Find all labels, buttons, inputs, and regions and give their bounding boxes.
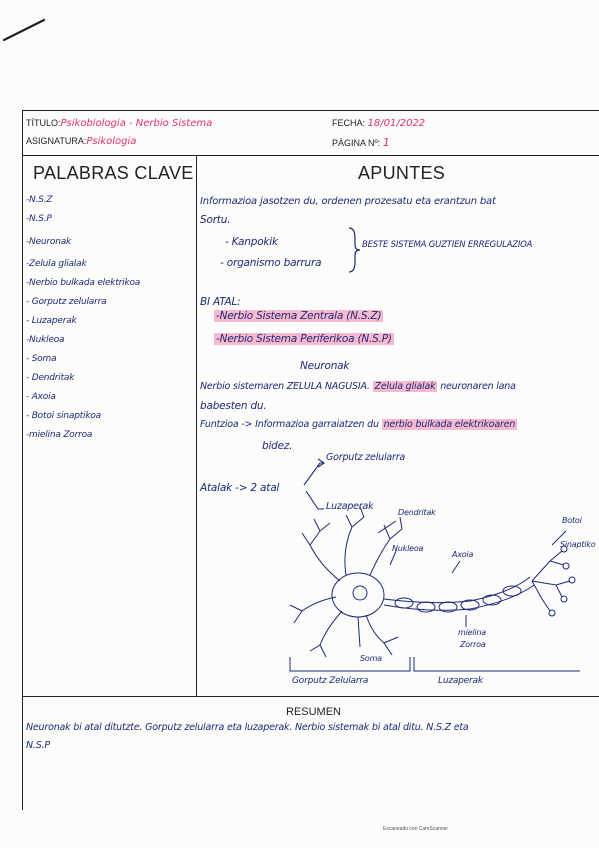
keyword-item: -Nerbio bulkada elektrikoa (26, 278, 141, 288)
label-gorputz: Gorputz Zelularra (292, 676, 369, 686)
fecha-label: FECHA: (332, 118, 366, 128)
resumen-divider (22, 696, 599, 697)
asignatura-label: ASIGNATURA: (26, 136, 87, 146)
resumen-line-1: Neuronak bi atal ditutzte. Gorputz zelul… (26, 722, 469, 733)
keyword-item: - Axoia (26, 392, 56, 402)
keyword-item: - Dendritak (26, 373, 75, 383)
header-divider (22, 155, 599, 156)
fecha-value: 18/01/2022 (367, 118, 426, 129)
label-zorroa: Zorroa (460, 640, 486, 649)
label-luzaperak: Luzaperak (438, 676, 483, 686)
palabras-clave-title: PALABRAS CLAVE (33, 163, 194, 183)
brace-item-1: - Kanpokik (225, 236, 278, 248)
note-line-2: Sortu. (200, 214, 231, 226)
part-1-text: -Nerbio Sistema Zentrala (N.S.Z) (214, 310, 384, 322)
pagina-value: 1 (382, 136, 390, 149)
branch-luzaperak: Luzaperak (326, 501, 374, 512)
neuronak-heading: Neuronak (300, 360, 350, 372)
resumen-title: RESUMEN (286, 706, 342, 718)
note-line-1: Informazioa jasotzen du, ordenen prozesa… (200, 196, 496, 207)
keyword-item: -Nukleoa (26, 335, 65, 345)
nerbio-line-b: neuronaren lana (440, 381, 516, 392)
part-2: -Nerbio Sistema Periferikoa (N.S.P) (214, 333, 394, 345)
asignatura-row: ASIGNATURA:Psikologia (26, 136, 136, 147)
titulo-label: TÍTULO: (26, 118, 61, 128)
label-axoia: Axoia (452, 550, 474, 559)
bidez-line: bidez. (262, 440, 293, 452)
keyword-item: -N.S.Z (26, 195, 53, 205)
apuntes-title: APUNTES (358, 163, 446, 183)
frame-left (22, 110, 23, 810)
keyword-item: -mielina Zorroa (26, 430, 93, 440)
nerbio-line-hl: Zelula glialak (372, 381, 438, 392)
part-1: -Nerbio Sistema Zentrala (N.S.Z) (214, 310, 384, 322)
keyword-item: - Soma (26, 354, 57, 364)
fecha-row: FECHA: 18/01/2022 (332, 118, 425, 129)
pen-stroke-mark (0, 0, 50, 50)
funtzioa-hl: nerbio bulkada elektrikoaren (381, 419, 518, 430)
part-2-text: -Nerbio Sistema Periferikoa (N.S.P) (214, 333, 394, 345)
neuron-diagram (280, 505, 599, 700)
brace-text: BESTE SISTEMA GUZTIEN ERREGULAZIOA (362, 240, 533, 250)
keyword-item: -Neuronak (26, 237, 72, 247)
scanner-watermark: Escaneado con CamScanner (383, 826, 449, 832)
column-divider (196, 156, 197, 696)
pagina-row: PÁGINA Nº: 1 (332, 136, 390, 149)
frame-top (22, 110, 599, 111)
babesten-line: babesten du. (200, 400, 267, 412)
branch-gorputz: Gorputz zelularra (326, 452, 406, 463)
asignatura-value: Psikologia (86, 136, 137, 147)
keyword-item: -Zelula glialak (26, 259, 87, 269)
atalak-line: Atalak -> 2 atal (200, 482, 280, 494)
pagina-label: PÁGINA Nº: (332, 138, 381, 148)
label-nukleoa: Nukleoa (392, 544, 424, 553)
label-dendritak: Dendritak (398, 508, 436, 517)
label-botoi: Botoi (562, 516, 582, 525)
nerbio-line-a: Nerbio sistemaren ZELULA NAGUSIA. (200, 381, 370, 392)
keyword-item: - Gorputz zelularra (26, 297, 107, 307)
keyword-item: - Botoi sinaptikoa (26, 411, 101, 421)
curly-brace (346, 226, 362, 279)
biatal-label: BI ATAL: (200, 296, 241, 308)
branch-arrows (300, 455, 340, 520)
brace-item-2: - organismo barrura (220, 257, 322, 269)
label-sinaptikoa: Sinaptiko (560, 540, 596, 549)
label-soma: Soma (360, 654, 382, 663)
label-mielina: mielina (458, 628, 486, 637)
keyword-list: -N.S.Z -N.S.P -Neuronak -Zelula glialak … (26, 196, 194, 450)
keyword-item: - Luzaperak (26, 316, 77, 326)
resumen-line-2: N.S.P (26, 740, 50, 751)
titulo-row: TÍTULO:Psikobiologia - Nerbio Sistema (26, 118, 212, 129)
nerbio-line: Nerbio sistemaren ZELULA NAGUSIA. Zelula… (200, 381, 516, 392)
titulo-value: Psikobiologia - Nerbio Sistema (60, 118, 213, 129)
funtzioa-line: Funtzioa -> Informazioa garraiatzen du n… (200, 419, 518, 430)
funtzioa-a: Funtzioa -> Informazioa garraiatzen du (200, 419, 379, 430)
keyword-item: -N.S.P (26, 214, 52, 224)
